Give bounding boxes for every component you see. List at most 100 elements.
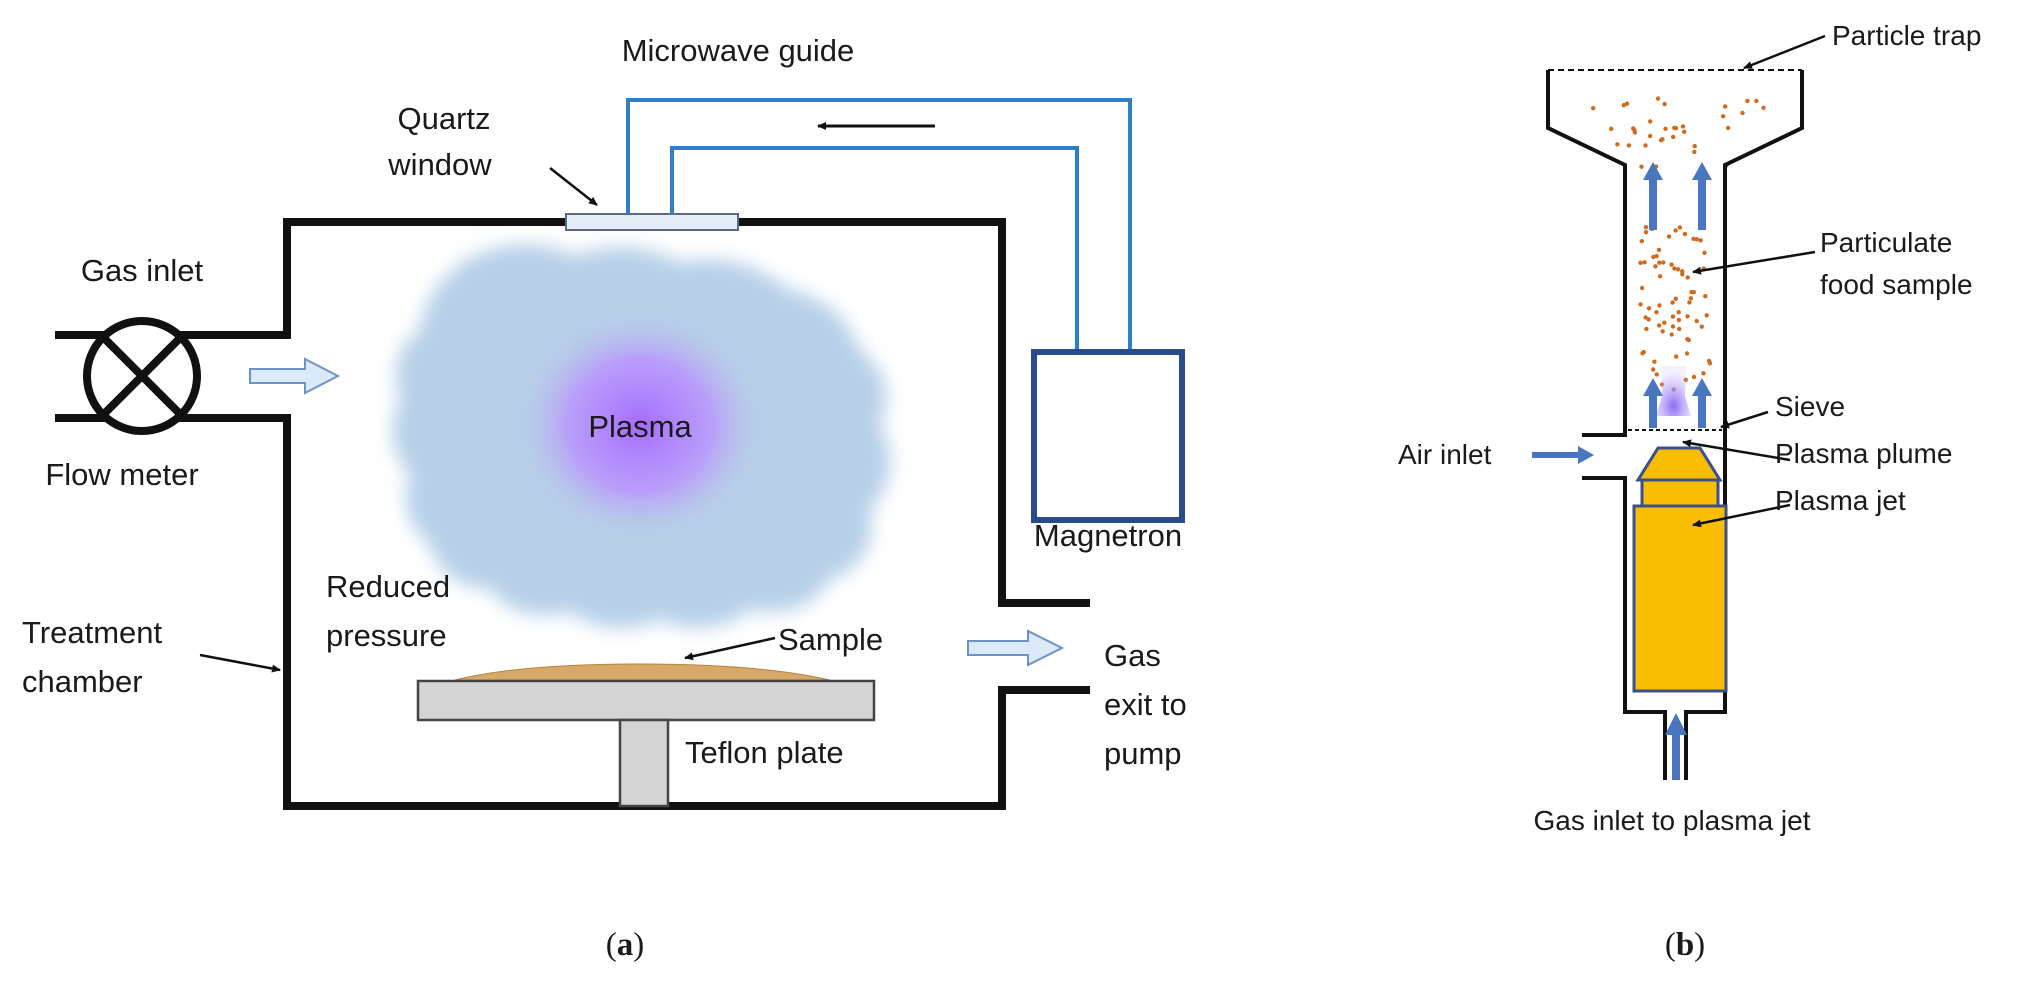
particle	[1740, 110, 1745, 116]
sieve-label: Sieve	[1775, 391, 1845, 422]
particle	[1661, 260, 1666, 265]
particulate-label: Particulate	[1820, 227, 1952, 258]
sieve-pointer	[1720, 410, 1769, 429]
particle	[1609, 126, 1614, 131]
particle	[1657, 323, 1662, 328]
particle	[1638, 260, 1643, 265]
particle	[1691, 236, 1696, 241]
particle-trap-pointer	[1743, 34, 1826, 70]
sample-pointer	[684, 636, 776, 661]
particle	[1692, 143, 1697, 149]
particle	[1676, 310, 1681, 315]
flow-meter-label: Flow meter	[45, 457, 198, 492]
particle	[1657, 274, 1663, 279]
air-inlet-arrow	[1532, 446, 1594, 464]
particle	[1660, 329, 1665, 334]
particle	[1615, 142, 1620, 147]
particle	[1656, 247, 1662, 253]
particle	[1672, 266, 1677, 271]
particle	[1647, 133, 1653, 139]
particle	[1669, 332, 1674, 337]
particle	[1694, 318, 1699, 324]
particle	[1639, 285, 1645, 291]
particle	[1655, 96, 1661, 101]
particle	[1673, 228, 1678, 233]
particle	[1685, 275, 1690, 280]
particle	[1745, 98, 1750, 104]
particle	[1639, 239, 1645, 244]
particle	[1646, 317, 1651, 322]
particle	[1651, 367, 1656, 372]
magnetron-box	[1031, 349, 1185, 523]
particle	[1682, 231, 1688, 237]
particle	[1673, 296, 1679, 301]
panel-b-caption: (b)	[1665, 927, 1705, 963]
particle	[1677, 326, 1682, 332]
particle	[1643, 230, 1649, 235]
chamber-label: chamber	[22, 664, 143, 699]
teflon-plate	[416, 679, 876, 722]
panel-a: Plasma	[22, 33, 1187, 963]
particle	[1680, 272, 1685, 277]
particle	[1644, 326, 1649, 332]
particle	[1643, 143, 1648, 148]
particle	[1686, 337, 1691, 343]
particle	[1676, 317, 1682, 323]
particle	[1694, 237, 1700, 242]
vessel-outline	[1546, 70, 1804, 780]
particle	[1704, 313, 1709, 318]
particle	[1761, 105, 1766, 111]
particle	[1680, 124, 1686, 129]
particles	[1591, 96, 1766, 392]
particle	[1670, 300, 1675, 305]
particle	[1658, 138, 1664, 143]
particle	[1646, 306, 1652, 311]
particle	[1684, 351, 1690, 356]
microwave-guide-label: Microwave guide	[622, 33, 855, 68]
particle	[1591, 106, 1596, 111]
particle	[1670, 324, 1676, 329]
particle	[1657, 260, 1662, 265]
particle	[1669, 262, 1674, 267]
particle	[1674, 354, 1679, 359]
particle	[1653, 264, 1658, 269]
particle	[1723, 104, 1728, 109]
particle	[1754, 98, 1759, 104]
particulate-pointer	[1692, 250, 1816, 275]
food-sample-label: food sample	[1820, 269, 1973, 300]
treatment-label: Treatment	[22, 615, 163, 650]
quartz-window	[565, 213, 739, 231]
particle	[1670, 134, 1676, 140]
plasma-jet-device	[1632, 366, 1728, 693]
gas-inlet-label: Gas inlet	[81, 253, 204, 288]
particle	[1666, 234, 1672, 239]
particle	[1640, 351, 1645, 356]
particle	[1642, 260, 1647, 265]
particle	[1701, 371, 1706, 376]
particle	[1706, 358, 1712, 364]
plasma-cloud: Plasma	[392, 244, 891, 629]
particle	[1652, 359, 1657, 364]
particle	[1672, 125, 1677, 131]
gas-exit-label-1: Gas	[1104, 638, 1161, 673]
flow-meter-valve-icon	[83, 317, 201, 435]
window-label: window	[387, 147, 492, 182]
particle	[1687, 300, 1692, 305]
particle	[1685, 314, 1690, 319]
panel-a-caption: (a)	[606, 927, 645, 963]
reduced-label: Reduced	[326, 569, 450, 604]
sample-label: Sample	[778, 622, 883, 657]
gas-inlet-jet-label: Gas inlet to plasma jet	[1533, 805, 1810, 836]
gas-inflow-arrow	[249, 357, 341, 395]
air-inlet-label: Air inlet	[1398, 439, 1492, 470]
plasma-plume-label: Plasma plume	[1775, 438, 1952, 469]
panel-b: Particle trap Particulate food sample Si…	[1398, 20, 1981, 963]
gas-outflow-arrow	[967, 629, 1065, 667]
quartz-label: Quartz	[397, 101, 490, 136]
particle	[1639, 164, 1644, 169]
gas-exit-label-3: pump	[1104, 736, 1182, 771]
particle	[1651, 254, 1656, 260]
particle	[1626, 143, 1632, 148]
particle	[1657, 303, 1662, 308]
particle	[1691, 374, 1697, 380]
